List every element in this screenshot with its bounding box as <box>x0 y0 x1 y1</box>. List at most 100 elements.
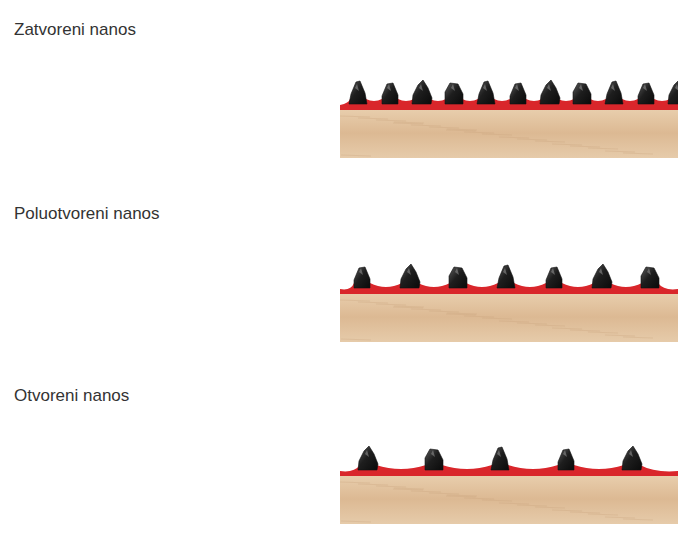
abrasive-grain <box>491 447 509 470</box>
abrasive-grain <box>668 80 678 104</box>
paper-fibre <box>340 300 370 301</box>
paper-fibre <box>358 484 388 485</box>
paper-fibre <box>394 488 424 489</box>
abrasive-grain <box>592 264 612 288</box>
grain-highlight <box>497 450 501 457</box>
grain-highlight <box>579 84 583 91</box>
paper-fibre <box>393 307 423 308</box>
paper-fibre <box>340 482 370 483</box>
paper-fibre <box>570 146 600 147</box>
abrasive-grain <box>382 83 398 104</box>
paper-fibre <box>394 122 424 123</box>
grain-highlight <box>599 268 603 275</box>
grain-highlight <box>551 268 555 275</box>
abrasive-grain <box>349 81 367 104</box>
abrasive-grain <box>412 80 432 104</box>
coating-label: Zatvoreni nanos <box>14 20 136 40</box>
abrasive-grain <box>449 267 467 288</box>
grain-highlight <box>675 84 678 91</box>
paper-fibre <box>623 519 653 520</box>
abrasive-grain <box>605 81 623 104</box>
grain-highlight <box>365 450 369 457</box>
abrasive-grain <box>497 265 515 288</box>
paper-fibre <box>446 496 476 497</box>
paper-fibre <box>499 503 529 504</box>
paper-fibre <box>376 486 406 487</box>
paper-fibre <box>358 302 388 303</box>
grain-highlight <box>419 84 423 91</box>
paper-fibre <box>535 507 565 508</box>
abrasive-grain <box>354 267 370 288</box>
grain-highlight <box>451 84 455 91</box>
paper-fibre <box>341 339 371 340</box>
grain-highlight <box>359 268 363 275</box>
paper-fibre <box>552 328 582 329</box>
paper-fibre <box>623 153 653 154</box>
paper-fibre <box>570 512 600 513</box>
paper-fibre <box>605 517 635 518</box>
paper-fibre <box>429 311 459 312</box>
abrasive-grain <box>573 83 591 104</box>
paper-fibre <box>447 495 477 496</box>
paper-fibre <box>446 314 476 315</box>
paper-fibre <box>464 132 494 133</box>
semi-open-coat-strip <box>340 264 678 342</box>
grain-highlight <box>407 268 411 275</box>
grain-highlight <box>629 450 633 457</box>
coating-label: Otvoreni nanos <box>14 386 129 406</box>
paper-backing <box>340 292 678 342</box>
abrasive-grain <box>638 83 654 104</box>
paper-fibre <box>517 505 547 506</box>
paper-fibre <box>499 321 529 322</box>
abrasive-grain <box>546 267 562 288</box>
paper-fibre <box>535 325 565 326</box>
paper-fibre <box>393 123 423 124</box>
abrasive-grain <box>622 446 642 470</box>
abrasive-grain <box>558 449 574 470</box>
paper-fibre <box>358 118 388 119</box>
abrasive-grain <box>358 446 378 470</box>
abrasive-grain <box>510 83 526 104</box>
paper-fibre <box>411 125 441 126</box>
paper-fibre <box>446 130 476 131</box>
paper-fibre <box>535 141 565 142</box>
grain-highlight <box>483 84 487 91</box>
paper-fibre <box>623 337 653 338</box>
grain-highlight <box>547 84 551 91</box>
paper-fibre <box>588 514 618 515</box>
paper-fibre <box>464 498 494 499</box>
paper-fibre <box>605 151 635 152</box>
paper-fibre <box>482 134 512 135</box>
paper-fibre <box>588 332 618 333</box>
paper-fibre <box>464 316 494 317</box>
grain-highlight <box>387 84 391 91</box>
paper-fibre <box>499 137 529 138</box>
paper-fibre <box>482 500 512 501</box>
paper-fibre <box>411 491 441 492</box>
grain-highlight <box>563 450 567 457</box>
grain-highlight <box>431 450 435 457</box>
abrasive-grain <box>425 449 443 470</box>
abrasive-grain <box>477 81 495 104</box>
paper-fibre <box>341 155 371 156</box>
paper-fibre <box>552 510 582 511</box>
abrasive-grain <box>641 267 659 288</box>
paper-fibre <box>570 330 600 331</box>
grain-highlight <box>355 84 359 91</box>
paper-fibre <box>447 129 477 130</box>
grain-highlight <box>643 84 647 91</box>
grain-highlight <box>455 268 459 275</box>
open-coat-strip <box>340 446 678 524</box>
abrasive-grain <box>400 264 420 288</box>
paper-fibre <box>376 304 406 305</box>
paper-fibre <box>394 306 424 307</box>
paper-fibre <box>605 335 635 336</box>
paper-backing <box>340 474 678 524</box>
paper-fibre <box>588 148 618 149</box>
paper-fibre <box>376 120 406 121</box>
grain-highlight <box>611 84 615 91</box>
paper-fibre <box>429 493 459 494</box>
paper-fibre <box>429 127 459 128</box>
paper-backing <box>340 108 678 158</box>
